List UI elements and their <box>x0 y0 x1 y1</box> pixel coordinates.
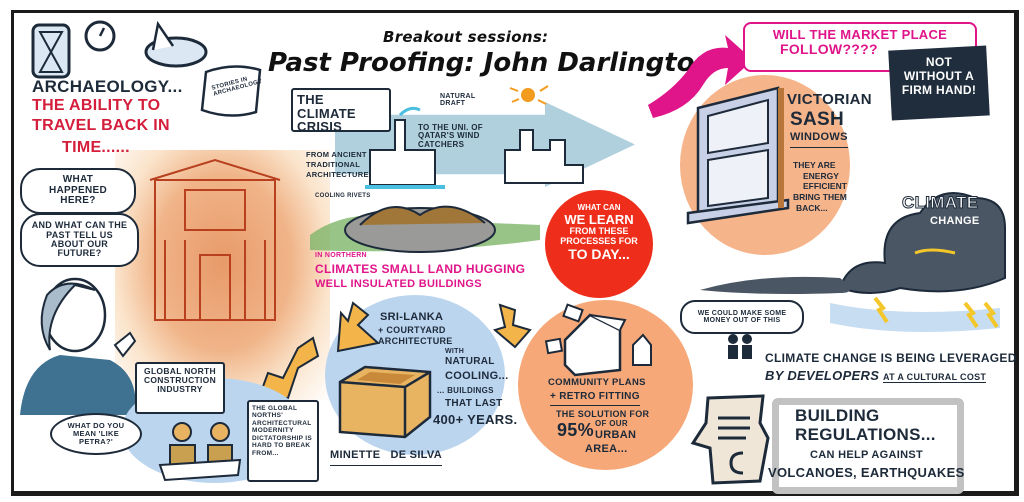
arrow-to-community-icon <box>492 303 532 349</box>
sash-title-1: VICTORIAN <box>787 91 872 108</box>
cloud-title-2: CHANGE <box>930 215 980 227</box>
regulations-title-2: REGULATIONS... <box>795 425 936 444</box>
regulations-body-1: CAN HELP AGAINST <box>810 449 923 461</box>
speech-bubble-money: WE COULD MAKE SOME MONEY OUT OF THIS <box>680 300 804 334</box>
sun-icon <box>509 85 549 105</box>
northern-text-2: CLIMATES SMALL LAND HUGGING <box>315 262 526 276</box>
developers-figures-icon <box>728 334 752 359</box>
construction-workers-icon <box>158 422 242 482</box>
sash-window-icon <box>686 86 790 225</box>
community-line-2: + RETRO FITTING <box>550 391 640 406</box>
sri-lanka-line-2: + COURTYARD <box>378 325 446 335</box>
arrow-to-sri-lanka-icon <box>336 301 381 353</box>
speech-bubble-past-future: AND WHAT CAN THE PAST TELL US ABOUT OUR … <box>20 213 139 267</box>
sri-lanka-line-5: NATURAL <box>445 356 495 367</box>
community-line-6: URBAN <box>595 429 637 441</box>
leverage-caption-3: AT A CULTURAL COST <box>883 372 987 384</box>
sri-lanka-line-6: COOLING... <box>445 370 509 382</box>
speech-bubble-what-happened: WHAT HAPPENED HERE? <box>20 168 136 214</box>
sash-body: THEY ARE ENERGY EFFICIENT BRING THEM BAC… <box>793 160 847 213</box>
petra-facade-icon <box>149 158 281 321</box>
leverage-caption-2: BY DEVELOPERS <box>765 368 880 383</box>
global-north-note: THE GLOBAL NORTHS' ARCHITECTURAL MODERNI… <box>247 400 319 482</box>
natural-draft-text: NATURAL DRAFT <box>440 93 476 108</box>
sri-lanka-line-3: ARCHITECTURE <box>378 336 453 346</box>
archaeology-heading: ARCHAEOLOGY... <box>32 77 183 96</box>
courtyard-box-icon <box>338 365 432 439</box>
firm-hand-text: NOT WITHOUT A FIRM HAND! <box>901 55 977 97</box>
wind-catchers-text: TO THE UNI. OF QATAR'S WIND CATCHERS <box>418 123 483 149</box>
global-north-title-box: GLOBAL NORTH CONSTRUCTION INDUSTRY <box>135 362 225 414</box>
sundial-icon <box>144 20 208 68</box>
storm-cloud-icon <box>700 192 1006 332</box>
land-hugging-building-icon <box>310 205 540 253</box>
archaeology-line-1: THE ABILITY TO <box>32 97 161 114</box>
learn-circle <box>545 190 653 298</box>
archaeology-line-3: TIME...... <box>62 139 130 156</box>
sri-lanka-line-9: 400+ YEARS. <box>433 412 518 427</box>
northern-text-1: IN NORTHERN <box>315 252 367 259</box>
regulations-document-icon <box>690 394 770 485</box>
sri-lanka-line-8: THAT LAST <box>445 398 503 409</box>
archaeology-line-2: TRAVEL BACK IN <box>32 117 170 134</box>
community-line-4: 95% <box>557 420 594 440</box>
from-ancient-text: FROM ANCIENT TRADITIONAL ARCHITECTURE <box>306 150 369 179</box>
leverage-caption-1: CLIMATE CHANGE IS BEING LEVERAGED <box>765 351 1017 365</box>
traditional-building-icon <box>365 106 445 189</box>
community-line-3: THE SOLUTION FOR <box>556 409 650 419</box>
community-line-5: OF OUR <box>595 419 628 428</box>
page-subtitle: Breakout sessions: <box>383 28 549 46</box>
cooling-text: COOLING RIVETS <box>315 193 371 199</box>
pink-arrow-icon <box>648 35 753 118</box>
northern-text-3: WELL INSULATED BUILDINGS <box>315 278 482 290</box>
sri-lanka-line-4: WITH <box>445 348 465 355</box>
regulations-body-2: VOLCANOES, EARTHQUAKES <box>768 465 965 480</box>
sri-lanka-line-7: ... BUILDINGS <box>437 386 494 395</box>
learn-circle-text: WHAT CAN WE LEARN FROM THESE PROCESSES F… <box>560 203 638 262</box>
archaeologist-person-icon <box>20 277 137 415</box>
hourglass-icon <box>31 23 71 79</box>
sri-lanka-line-1: SRI-LANKA <box>380 311 444 323</box>
community-line-7: AREA... <box>585 443 628 455</box>
wind-catcher-building-icon <box>504 129 584 184</box>
credit-minette-de-silva: MINETTE DE SILVA <box>330 449 442 466</box>
climate-crisis-title-box: THE CLIMATE CRISIS <box>291 88 391 134</box>
regulations-title-1: BUILDING <box>795 406 880 425</box>
house-icon <box>544 303 652 377</box>
clock-icon <box>84 20 116 52</box>
cloud-title-1: CLIMATE <box>901 193 979 212</box>
community-line-1: COMMUNITY PLANS <box>548 377 646 388</box>
sash-title-3: WINDOWS <box>790 131 848 148</box>
regulations-gray-box <box>772 398 964 494</box>
speech-bubble-like-petra: WHAT DO YOU MEAN 'LIKE PETRA?' <box>50 413 142 455</box>
scroll-icon <box>200 65 262 117</box>
page-title: Past Proofing: John Darlington <box>268 48 714 78</box>
sash-title-2: SASH <box>790 109 844 130</box>
